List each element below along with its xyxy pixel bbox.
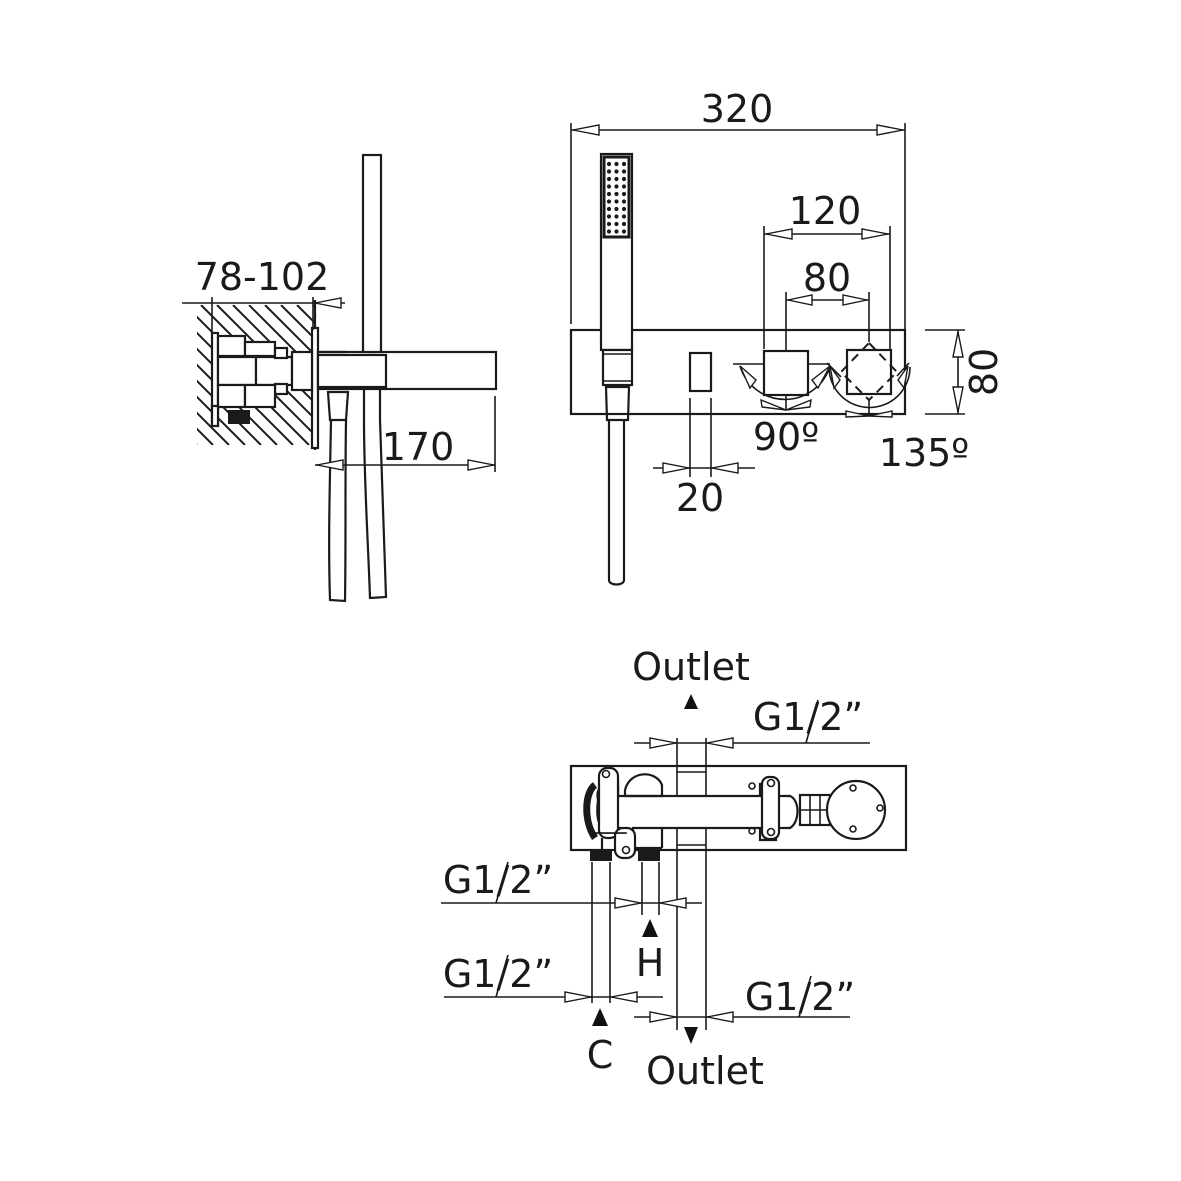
dimension-handle-spacing-inner: 80	[785, 256, 870, 350]
inlet-thread-side	[228, 410, 250, 424]
nozzle-dot	[621, 191, 627, 197]
nozzle-dot	[621, 184, 627, 189]
nozzle-dot	[621, 161, 627, 167]
spray-nozzles	[606, 161, 627, 234]
nozzle-dot	[606, 191, 612, 197]
nozzle-dot	[606, 199, 612, 204]
thermostat-cartridge	[825, 779, 887, 841]
hatch-line	[248, 305, 315, 373]
hose-left	[328, 419, 348, 603]
nozzle-dot	[621, 214, 627, 219]
hot-inlet-arrow-icon	[642, 919, 658, 937]
hatch-line	[197, 395, 246, 445]
label-cold-inlet: C	[587, 1033, 614, 1077]
dimension-spout-width: 20	[653, 398, 755, 520]
label-cold-inlet-thread: G1/2”	[443, 952, 553, 996]
hose-holder-side	[316, 353, 388, 389]
left-handle	[733, 349, 831, 411]
label-bottom-outlet-thread: G1/2”	[745, 975, 855, 1019]
nozzle-dot	[606, 229, 612, 234]
dimension-overall-width: 320	[570, 87, 906, 330]
rough-in-view: G1/2” Outlet G1/2” H G1/2” C	[441, 645, 908, 1093]
label-overall-width: 320	[701, 87, 774, 131]
nozzle-dot	[606, 169, 612, 174]
hatch-line	[197, 443, 198, 445]
nozzle-dot	[614, 169, 619, 174]
hatch-line	[197, 411, 230, 445]
hose-right	[362, 390, 388, 600]
hot-inlet-thread	[638, 851, 660, 861]
dimension-top-outlet-thread: G1/2”	[634, 695, 870, 749]
nozzle-dot	[621, 229, 627, 234]
label-top-outlet: Outlet	[632, 645, 750, 689]
label-projection: 170	[382, 425, 455, 469]
label-hot-inlet: H	[636, 941, 665, 985]
label-plate-height: 80	[962, 348, 1006, 396]
nozzle-dot	[621, 206, 627, 212]
nozzle-dot	[606, 214, 612, 219]
nozzle-dot	[614, 176, 619, 182]
hose-connector-side	[326, 390, 350, 422]
bottom-outlet-arrow-icon	[684, 1027, 698, 1044]
label-right-handle-rotation: 135º	[879, 431, 969, 475]
right-handle	[826, 341, 911, 418]
nozzle-dot	[614, 221, 619, 227]
nozzle-dot	[614, 206, 619, 212]
cold-inlet-thread	[590, 851, 612, 861]
nozzle-dot	[614, 161, 619, 167]
dimension-handle-spacing-outer: 120	[763, 189, 891, 349]
dimension-bottom-outlet-thread: G1/2”	[634, 975, 855, 1023]
hose-connector-front	[601, 348, 634, 387]
hand-shower-front	[599, 152, 634, 586]
nozzle-dot	[621, 199, 627, 204]
front-view: 20	[569, 87, 1006, 586]
hatch-line	[197, 363, 278, 445]
dimension-wall-depth: 78-102	[182, 255, 345, 335]
label-spout-width: 20	[676, 476, 724, 520]
label-hot-inlet-thread: G1/2”	[443, 858, 553, 902]
top-outlet-arrow-icon	[684, 694, 698, 709]
label-left-handle-rotation: 90º	[753, 415, 819, 459]
nozzle-dot	[614, 184, 619, 189]
nozzle-dot	[606, 221, 612, 227]
dimension-plate-height: 80	[925, 329, 1006, 415]
hatch-line	[280, 305, 315, 341]
hand-shower-side	[361, 153, 383, 354]
label-wall-depth: 78-102	[195, 255, 330, 299]
label-handle-spacing-outer: 120	[789, 189, 862, 233]
cold-inlet-arrow-icon	[592, 1008, 608, 1026]
nozzle-dot	[621, 221, 627, 227]
nozzle-dot	[614, 229, 619, 234]
label-bottom-outlet: Outlet	[646, 1049, 764, 1093]
hatch-line	[197, 427, 214, 445]
rough-in-box	[569, 764, 908, 852]
spout-outlet-front	[688, 351, 713, 393]
nozzle-dot	[621, 169, 627, 174]
nozzle-dot	[614, 199, 619, 204]
dimension-hot-inlet-thread: G1/2”	[441, 858, 702, 909]
label-top-outlet-thread: G1/2”	[753, 695, 863, 739]
nozzle-dot	[606, 206, 612, 212]
dimension-projection: 170	[315, 396, 496, 472]
valve-body-side	[210, 331, 314, 428]
nozzle-dot	[606, 184, 612, 189]
label-handle-spacing-inner: 80	[803, 256, 851, 300]
hatch-line	[264, 305, 315, 357]
nozzle-dot	[621, 176, 627, 182]
dimension-cold-inlet-thread: G1/2”	[443, 952, 663, 1003]
nozzle-dot	[614, 214, 619, 219]
nozzle-dot	[606, 176, 612, 182]
nozzle-dot	[606, 161, 612, 167]
valve-manifold	[583, 766, 887, 860]
nozzle-dot	[614, 191, 619, 197]
side-view: 78-102 170	[182, 153, 498, 603]
